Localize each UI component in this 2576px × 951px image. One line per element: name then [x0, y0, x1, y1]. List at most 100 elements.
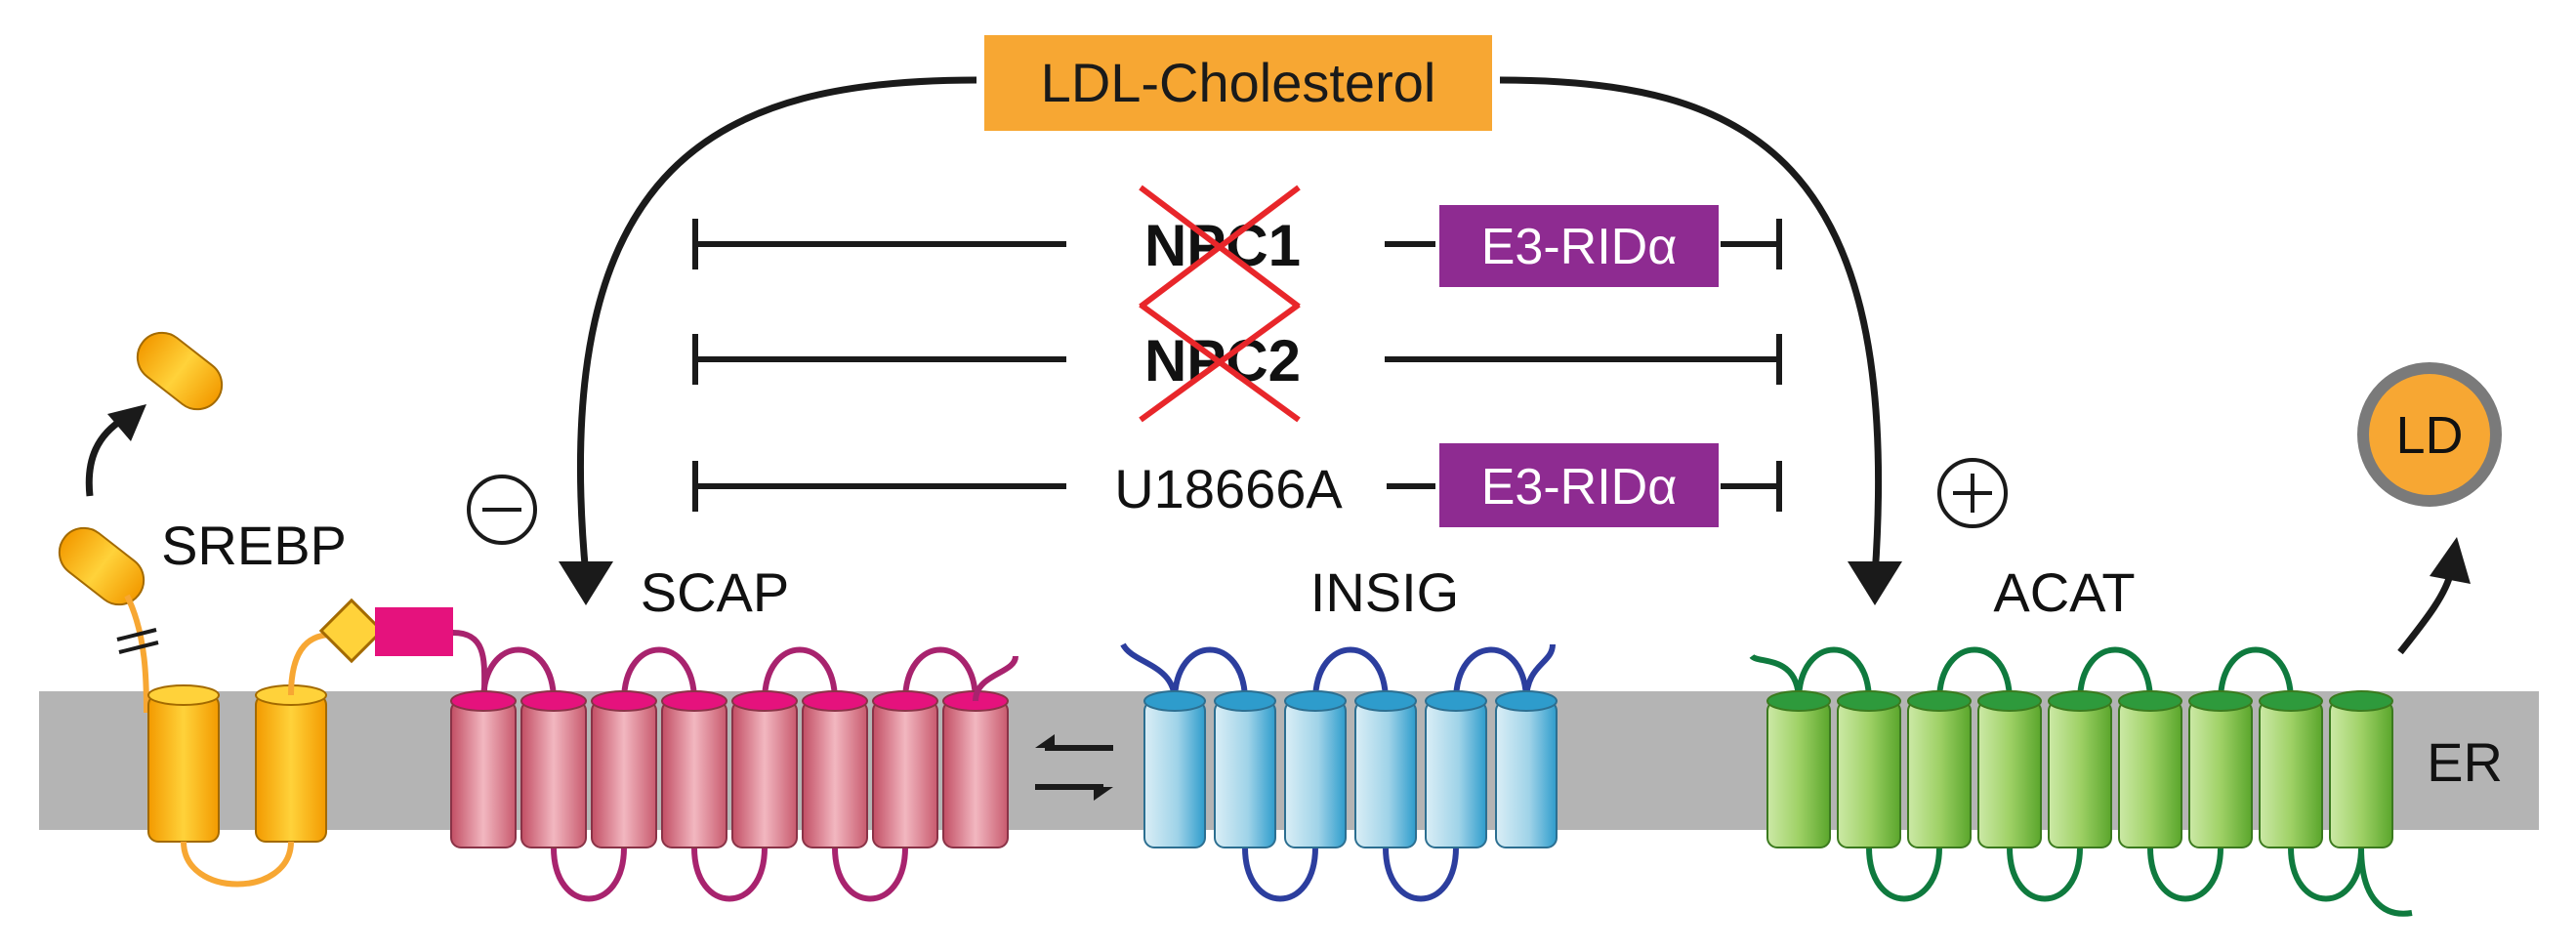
acat-loop [2288, 847, 2364, 902]
e3-rid-box-bottom: E3-RIDα [1439, 443, 1719, 527]
insig-helix-cap [1284, 690, 1347, 712]
acat-loop [2077, 646, 2153, 702]
scap-helix [802, 700, 868, 848]
acat-helix [2188, 700, 2253, 848]
lipid-droplet: LD [2357, 362, 2502, 507]
ld-label: LD [2395, 406, 2463, 465]
plus-circle [1937, 458, 2008, 528]
acat-helix [1837, 700, 1901, 848]
insig-helix-cap [1354, 690, 1417, 712]
acat-helix-cap [1977, 690, 2042, 712]
insig-helix [1354, 700, 1417, 848]
srebp-n-terminal [58, 526, 145, 606]
insig-label: INSIG [1310, 561, 1459, 623]
scap-helix [731, 700, 798, 848]
insig-helix [1214, 700, 1276, 848]
insig-helix-cap [1495, 690, 1558, 712]
scap-loop [762, 646, 838, 702]
ldl-cholesterol-label: LDL-Cholesterol [1041, 52, 1436, 113]
scap-loop [480, 646, 557, 702]
acat-loop [1936, 646, 2013, 702]
srebp-label: SREBP [161, 515, 347, 576]
acat-loop [2147, 847, 2223, 902]
scap-helix-cap [661, 690, 727, 712]
scap-helix [661, 700, 727, 848]
e3-rid-label-top: E3-RIDα [1481, 219, 1678, 275]
arrow-to-scap-head [559, 561, 613, 605]
srebp-protein [58, 331, 385, 888]
inhibition-row-npc2 [692, 334, 1782, 385]
equilibrium-arrows [1035, 734, 1113, 801]
scap-loop [691, 847, 768, 902]
scap-loop [832, 847, 908, 902]
acat-label: ACAT [1993, 561, 2135, 623]
scap-loop [621, 646, 697, 702]
acat-helix-cap [2259, 690, 2323, 712]
acat-helix-cap [2048, 690, 2112, 712]
inhibition-row-npc1 [692, 219, 1782, 269]
er-label: ER [2427, 731, 2503, 793]
scap-helix-cap [591, 690, 657, 712]
e3-rid-box-top: E3-RIDα [1439, 205, 1719, 287]
arrow-to-acat [1499, 76, 1882, 577]
arrow-to-acat-head [1848, 561, 1902, 605]
acat-loop [1866, 847, 1942, 902]
scap-protein [450, 646, 1018, 902]
minus-circle [467, 475, 537, 545]
scap-label: SCAP [641, 561, 790, 623]
insig-loop [1312, 646, 1389, 702]
acat-helix-cap [1837, 690, 1901, 712]
scap-helix-cap [520, 690, 587, 712]
acat-helix [1907, 700, 1972, 848]
insig-helix-cap [1425, 690, 1487, 712]
acat-helix-cap [1766, 690, 1831, 712]
scap-domain [375, 607, 453, 656]
insig-loop [1383, 847, 1459, 902]
scap-helix [520, 700, 587, 848]
insig-loop [1242, 847, 1318, 902]
insig-protein [1120, 642, 1558, 902]
inhibition-row-u18666a [692, 461, 1782, 512]
acat-helix [1977, 700, 2042, 848]
acat-loop [2007, 847, 2083, 902]
acat-helix-cap [1907, 690, 1972, 712]
insig-helix-cap [1214, 690, 1276, 712]
scap-helix-cap [731, 690, 798, 712]
scap-helix-cap [872, 690, 938, 712]
arrow-to-scap [576, 76, 977, 577]
acat-helix-cap [2188, 690, 2253, 712]
insig-helix [1425, 700, 1487, 848]
scap-helix-cap [450, 690, 517, 712]
npc2-cross [1139, 302, 1301, 423]
acat-helix [2329, 700, 2393, 848]
acat-helix-cap [2118, 690, 2182, 712]
release-arrow [85, 415, 127, 497]
insig-helix [1284, 700, 1347, 848]
srebp-released-fragment [136, 331, 224, 411]
insig-helix [1143, 700, 1206, 848]
insig-loop [1172, 646, 1248, 702]
scap-helix [450, 700, 517, 848]
scap-helix [872, 700, 938, 848]
acat-loop [2218, 646, 2294, 702]
u18666a-label: U18666A [1114, 458, 1343, 519]
insig-helix-cap [1143, 690, 1206, 712]
insig-helix [1495, 700, 1558, 848]
acat-helix-cap [2329, 690, 2393, 712]
scap-helix [942, 700, 1009, 848]
scap-helix-cap [802, 690, 868, 712]
insig-loop [1453, 646, 1529, 702]
acat-helix [2048, 700, 2112, 848]
acat-helix [2118, 700, 2182, 848]
scap-helix [591, 700, 657, 848]
acat-helix [1766, 700, 1831, 848]
scap-loop [551, 847, 627, 902]
npc1-cross [1139, 185, 1301, 310]
e3-rid-label-bottom: E3-RIDα [1481, 459, 1678, 516]
acat-loop [1796, 646, 1872, 702]
arrow-to-ld [2397, 570, 2455, 655]
acat-helix [2259, 700, 2323, 848]
scap-loop [902, 646, 978, 702]
